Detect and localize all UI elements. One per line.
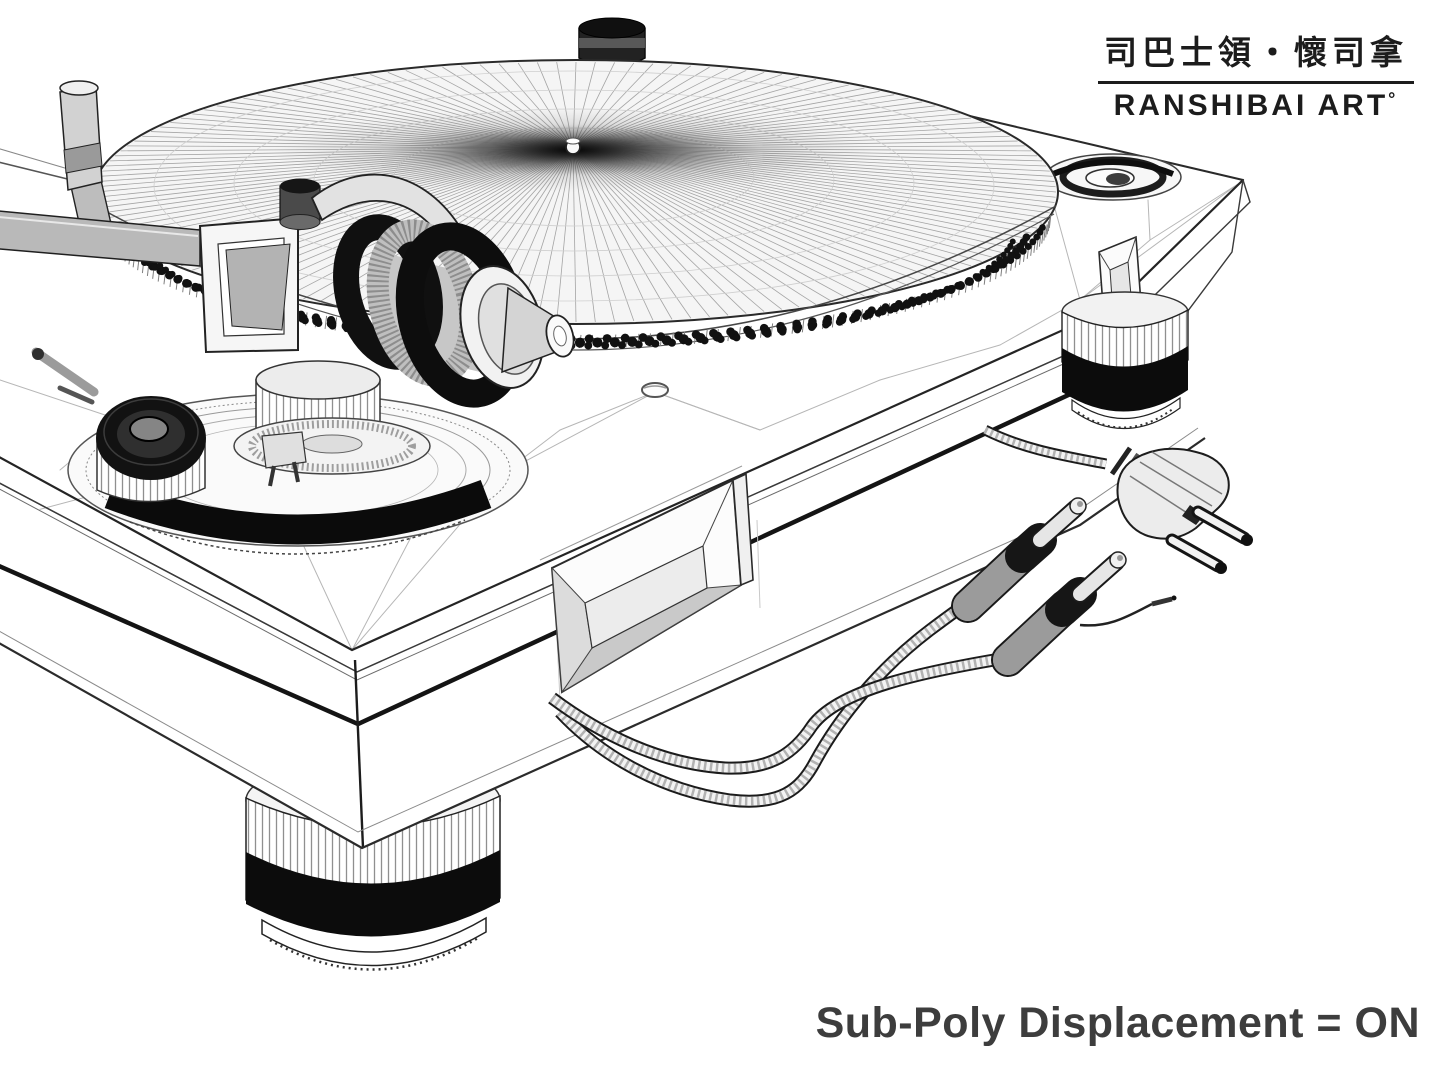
rca-connector-right [991,551,1127,677]
artist-logo: 司巴士領・懷司拿 RANSHIBAI ART° [1098,26,1414,123]
pivot-pedestal [233,360,431,487]
tonearm-assembly [0,80,575,487]
foot-right [1061,291,1189,430]
adapter-45rpm [96,396,206,503]
counterweight [333,214,575,408]
foot-rubber-band [246,850,500,937]
render-status-caption: Sub-Poly Displacement = ON [815,999,1420,1047]
logo-latin-title: RANSHIBAI ART° [1113,89,1399,122]
base-rubber-ring [104,479,492,545]
cable-harness [548,425,1253,808]
bearing-cap [279,178,321,230]
rca-connector-left [951,497,1087,623]
audio-cable-left [555,594,976,808]
corner-circle [1044,153,1182,201]
hinge-cap [578,17,646,68]
gimbal-housing [198,216,299,354]
power-cable [982,425,1108,470]
degree-mark: ° [1388,89,1399,109]
deck-screw-hole [641,382,669,398]
spindle [565,137,581,155]
tonearm-rest-post [59,80,113,237]
tonearm-tube [0,210,201,267]
logo-cjk-title: 司巴士領・懷司拿 [1098,26,1414,84]
ground-wire [1079,595,1177,627]
foot-rubber-band [1062,346,1188,412]
front-handle-recess [539,465,754,694]
plinth-front-faces [0,153,1244,850]
cue-lever [31,347,99,405]
plug-pins [1165,505,1253,574]
power-plug [1109,446,1253,574]
audio-cable-right [548,650,1014,775]
